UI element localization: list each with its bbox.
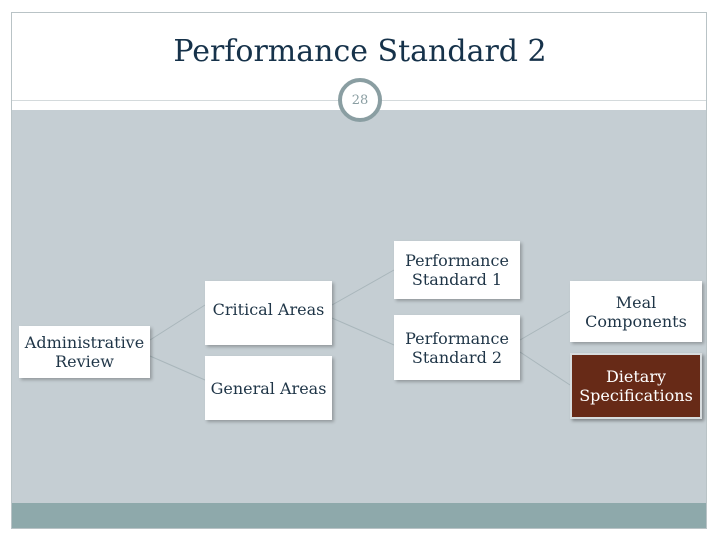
node-general-areas: General Areas <box>205 356 332 420</box>
node-label: Meal Components <box>585 292 687 331</box>
edge-review-general <box>149 355 206 381</box>
slide-title: Performance Standard 2 <box>173 34 547 69</box>
edge-ps2-meal <box>519 310 571 341</box>
page-number: 28 <box>351 92 369 108</box>
node-label: Critical Areas <box>212 300 325 319</box>
node-critical-areas: Critical Areas <box>205 281 332 345</box>
edge-ps2-dietary <box>519 351 571 386</box>
node-performance-standard-1: Performance Standard 1 <box>394 241 520 299</box>
node-performance-standard-2: Performance Standard 2 <box>394 315 520 380</box>
node-label: Dietary Specifications <box>579 367 693 405</box>
node-administrative-review: Administrative Review <box>19 326 150 378</box>
edge-critical-ps2 <box>331 317 395 346</box>
node-dietary-specifications: Dietary Specifications <box>570 353 702 419</box>
page-number-badge: 28 <box>338 78 382 122</box>
node-label: Performance Standard 1 <box>405 251 509 289</box>
edge-review-critical <box>149 304 206 341</box>
node-label: General Areas <box>210 378 327 398</box>
node-label: Administrative Review <box>24 333 145 371</box>
edge-critical-ps1 <box>331 269 395 306</box>
bottom-bar <box>12 503 706 528</box>
node-label: Performance Standard 2 <box>405 328 509 367</box>
node-meal-components: Meal Components <box>570 281 702 342</box>
